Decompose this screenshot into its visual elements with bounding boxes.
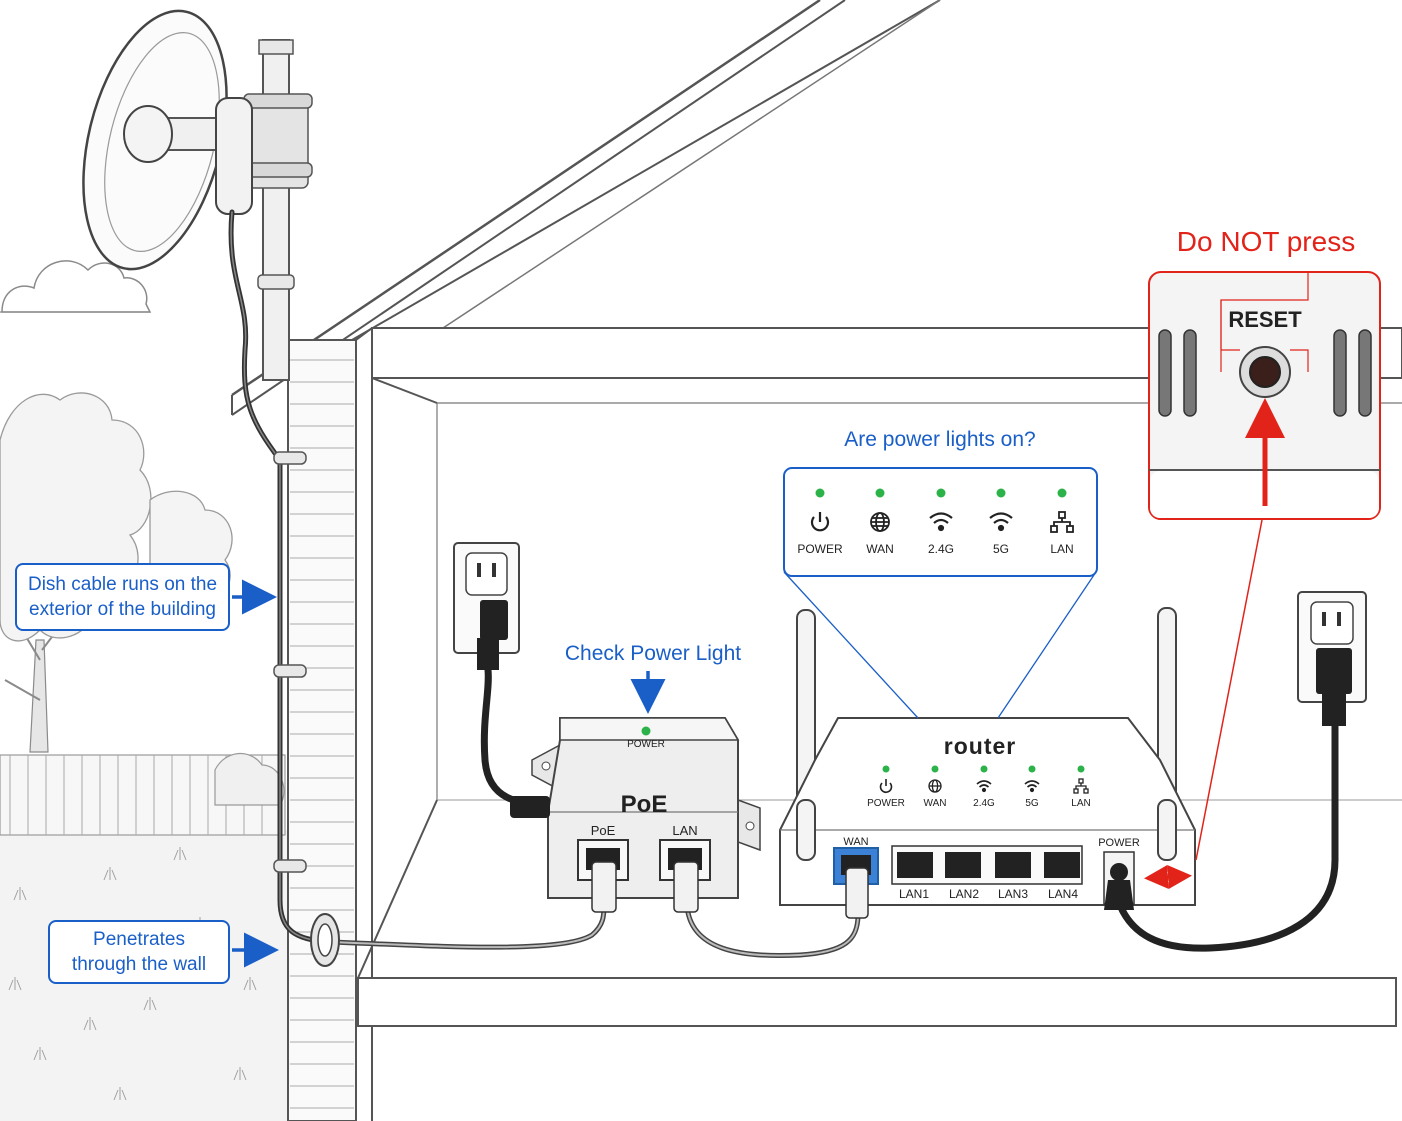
router-lan3-label: LAN3 <box>998 887 1028 901</box>
cable-clips <box>273 451 307 873</box>
wall-grommet <box>310 913 340 967</box>
zoom-led-label-24g: 2.4G <box>928 542 954 556</box>
network-icon <box>1050 511 1074 533</box>
zoom-led-label-power: POWER <box>797 542 843 556</box>
check-power-label: Check Power Light <box>564 642 742 665</box>
wifi-icon <box>989 512 1013 532</box>
dish-cable-annotation: Dish cable runs on the exterior of the b… <box>15 563 230 631</box>
wifi-icon <box>976 780 992 793</box>
wifi-icon <box>1024 780 1040 793</box>
zoom-led-label-5g: 5G <box>993 542 1009 556</box>
reset-double-arrow <box>1144 865 1192 889</box>
globe-icon <box>928 779 942 793</box>
do-not-press-warning: Do NOT press <box>1176 226 1356 257</box>
wifi-icon <box>929 512 953 532</box>
antenna-mast <box>243 39 313 381</box>
power-icon <box>810 512 830 532</box>
router-led-label-5g: 5G <box>1025 798 1039 809</box>
satellite-dish <box>82 9 253 271</box>
wall-outlet-left <box>453 542 520 670</box>
network-icon <box>1073 778 1089 794</box>
dish-cable-annotation-text: Dish cable runs on the exterior of the b… <box>27 574 218 620</box>
router-lan2-label: LAN2 <box>949 887 979 901</box>
poe-injector <box>510 717 761 913</box>
poe-power-label: POWER <box>627 739 665 750</box>
poe-port-poe-label: PoE <box>591 823 616 838</box>
poe-name: PoE <box>621 791 668 818</box>
router-lan4-label: LAN4 <box>1048 887 1078 901</box>
poe-port-lan-label: LAN <box>672 823 697 838</box>
router-leds <box>882 765 1085 773</box>
router-led-label-wan: WAN <box>924 798 947 809</box>
globe-icon <box>870 512 890 532</box>
wall-annotation: Penetrates through the wall <box>48 920 230 984</box>
router-led-label-24g: 2.4G <box>973 798 995 809</box>
router-wan-label: WAN <box>843 836 868 848</box>
reset-label: RESET <box>1228 307 1302 332</box>
zoom-led-label-lan: LAN <box>1050 542 1073 556</box>
router-power-port-label: POWER <box>1098 837 1140 849</box>
router-led-label-power: POWER <box>867 798 905 809</box>
reset-zoom-callout <box>1148 271 1381 861</box>
wall-annotation-text: Penetrates through the wall <box>71 929 207 975</box>
led-zoom-callout <box>783 467 1098 719</box>
power-icon <box>879 779 893 794</box>
poe-power-led <box>641 726 651 736</box>
power-lights-question: Are power lights on? <box>844 428 1036 451</box>
wall-outlet-right <box>1297 591 1367 726</box>
router-led-label-lan: LAN <box>1071 798 1090 809</box>
cloud <box>1 260 152 313</box>
zoom-led-label-wan: WAN <box>866 542 894 556</box>
router-name: router <box>944 733 1016 759</box>
router-lan1-label: LAN1 <box>899 887 929 901</box>
router <box>779 607 1196 919</box>
